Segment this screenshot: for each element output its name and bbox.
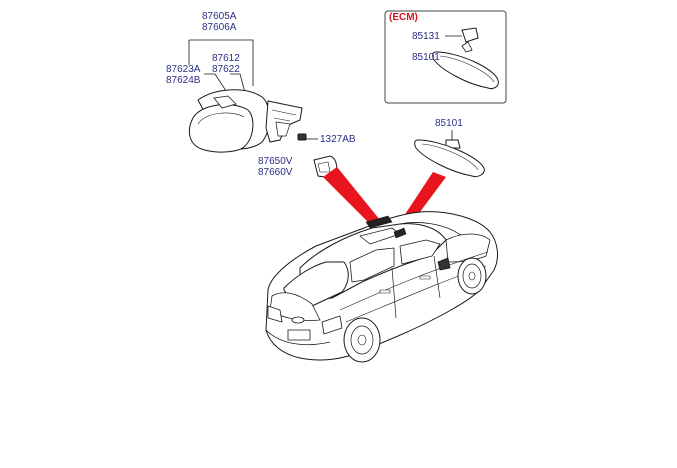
license-plate: [287, 329, 311, 341]
label-ecm-cover: 85131: [412, 31, 440, 42]
front-wheel: [457, 257, 487, 295]
side-window-rear: [349, 247, 395, 283]
rear-emblem: [291, 316, 305, 324]
outside-mirror-assembly: [188, 89, 307, 153]
tail-lamp-right: [321, 315, 343, 335]
label-inner-cover-2: 87660V: [258, 167, 293, 178]
label-mirror-assy-1: 87605A: [202, 11, 237, 22]
ecm-mirror: [432, 27, 499, 89]
inside-mirror: [414, 130, 485, 177]
mirror-actuator: [213, 95, 237, 109]
label-cover-2: 87624B: [166, 75, 201, 86]
inner-cover-location: [365, 215, 393, 229]
label-inner-cover-1: 87650V: [258, 156, 293, 167]
mirror-glass: [188, 104, 254, 153]
label-screw: 1327AB: [320, 134, 356, 145]
inside-mirror-location: [393, 227, 407, 239]
label-ecm-mirror: 85101: [412, 52, 440, 63]
label-glass-2: 87622: [212, 64, 240, 75]
label-mirror-assy-2: 87606A: [202, 22, 237, 33]
sedan-car: [265, 211, 498, 363]
ecm-tag: (ECM): [389, 12, 418, 23]
pointer-inner-cover: [323, 167, 380, 225]
label-cover-1: 87623A: [166, 64, 201, 75]
side-window-front: [399, 239, 441, 265]
outside-mirror-leaders: [188, 39, 318, 140]
tail-lamp-left: [267, 305, 283, 323]
ecm-box: [384, 10, 507, 104]
car-side-mirror: [437, 257, 451, 271]
label-inside-mirror: 85101: [435, 118, 463, 129]
screw: [297, 133, 307, 141]
rear-wheel: [343, 317, 381, 363]
label-glass-1: 87612: [212, 53, 240, 64]
